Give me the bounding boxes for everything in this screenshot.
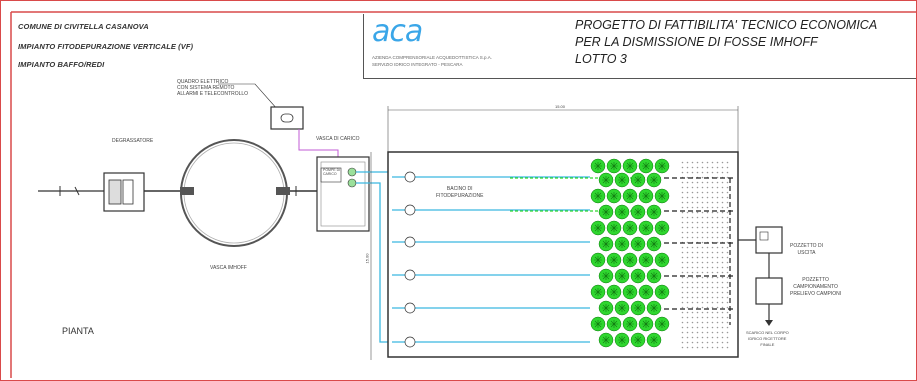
municipality-text: COMUNE DI CIVITELLA CASANOVA	[18, 22, 149, 31]
plant-leaf-mark	[634, 336, 642, 344]
plant-leaf-mark	[642, 224, 650, 232]
plant-leaf-mark	[650, 208, 658, 216]
plant-leaf-mark	[594, 320, 602, 328]
plant-leaf-mark	[626, 224, 634, 232]
plant-leaf-mark	[594, 256, 602, 264]
plant-leaf-mark	[634, 272, 642, 280]
plant-leaf-mark	[602, 304, 610, 312]
plant-leaf-mark	[610, 288, 618, 296]
pump-1	[347, 167, 357, 177]
plant-leaf-mark	[618, 208, 626, 216]
aca-subtitle-1: AZIENDA COMPRENSORIALE ACQUEDOTTISTICA S…	[372, 55, 493, 60]
plant-leaf-mark	[626, 192, 634, 200]
plant-leaf-mark	[658, 162, 666, 170]
plant-leaf-mark	[634, 208, 642, 216]
electric-cable	[298, 129, 339, 160]
plant-leaf-mark	[610, 192, 618, 200]
pianta-label: PIANTA	[62, 326, 94, 336]
plant-leaf-mark	[642, 320, 650, 328]
plant-leaf-mark	[602, 336, 610, 344]
fito-basin	[387, 151, 739, 358]
plant-leaf-mark	[618, 176, 626, 184]
plant-leaf-mark	[634, 176, 642, 184]
plant-leaf-mark	[602, 176, 610, 184]
plant-leaf-mark	[610, 320, 618, 328]
project-title-line-2: PER LA DISMISSIONE DI FOSSE IMHOFF	[575, 35, 818, 49]
aca-logo: aca	[372, 14, 423, 49]
plant-name-text: IMPIANTO BAFFO/REDI	[18, 60, 105, 69]
plant-type-text: IMPIANTO FITODEPURAZIONE VERTICALE (VF)	[18, 42, 194, 51]
imhoff-tank	[180, 139, 288, 247]
plant-leaf-mark	[650, 272, 658, 280]
imhoff-label: VASCA IMHOFF	[210, 265, 247, 271]
plant-leaf-mark	[626, 320, 634, 328]
plant-leaf-mark	[618, 336, 626, 344]
distribution-branches	[392, 176, 590, 343]
degrassatore-label: DEGRASSATORE	[112, 138, 154, 144]
electrical-panel	[270, 106, 304, 130]
quadro-leader	[218, 83, 279, 111]
pump-2	[347, 178, 357, 188]
sampling-manhole	[755, 277, 783, 305]
plant-leaf-mark	[642, 256, 650, 264]
plant-leaf-mark	[618, 272, 626, 280]
plant-leaf-mark	[658, 320, 666, 328]
plant-leaf-mark	[618, 240, 626, 248]
dimension-side-label: 15.00	[364, 253, 370, 264]
plant-leaf-mark	[602, 272, 610, 280]
plant-leaf-mark	[594, 288, 602, 296]
loading-tank-label: VASCA DI CARICO	[316, 136, 360, 142]
plant-leaf-mark	[642, 192, 650, 200]
plant-leaf-mark	[602, 208, 610, 216]
plant-leaf-mark	[594, 192, 602, 200]
plant-leaf-mark	[642, 288, 650, 296]
title-block	[363, 14, 917, 79]
plant-leaf-mark	[634, 240, 642, 248]
aca-subtitle-2: SERVIZIO IDRICO INTEGRATO - PESCARA	[372, 62, 463, 67]
project-title-line-3: LOTTO 3	[575, 52, 627, 66]
plant-leaf-mark	[626, 288, 634, 296]
plant-leaf-mark	[626, 162, 634, 170]
discharge-arrow	[765, 320, 773, 326]
distribution-valves	[404, 171, 416, 348]
dimension-top-label: 15.00	[555, 104, 566, 109]
plant-leaf-mark	[658, 288, 666, 296]
plant-leaf-mark	[650, 176, 658, 184]
plant-leaf-mark	[610, 256, 618, 264]
plant-leaf-mark	[658, 224, 666, 232]
drainage-gravel-zone	[680, 160, 730, 350]
loading-tank	[316, 156, 370, 232]
plant-leaf-mark	[642, 162, 650, 170]
plant-leaf-mark	[602, 240, 610, 248]
plant-group	[590, 158, 670, 348]
plant-leaf-mark	[650, 336, 658, 344]
plant-leaf-mark	[658, 192, 666, 200]
plant-leaf-mark	[634, 304, 642, 312]
plant-leaf-mark	[626, 256, 634, 264]
plant-leaf-mark	[658, 256, 666, 264]
plant-leaf-mark	[594, 224, 602, 232]
plant-leaf-mark	[594, 162, 602, 170]
project-title-line-1: PROGETTO DI FATTIBILITA' TECNICO ECONOMI…	[575, 18, 878, 32]
plant-leaf-mark	[610, 224, 618, 232]
plant-leaf-mark	[650, 240, 658, 248]
plant-leaf-mark	[610, 162, 618, 170]
plant-leaf-mark	[618, 304, 626, 312]
plant-leaf-mark	[650, 304, 658, 312]
